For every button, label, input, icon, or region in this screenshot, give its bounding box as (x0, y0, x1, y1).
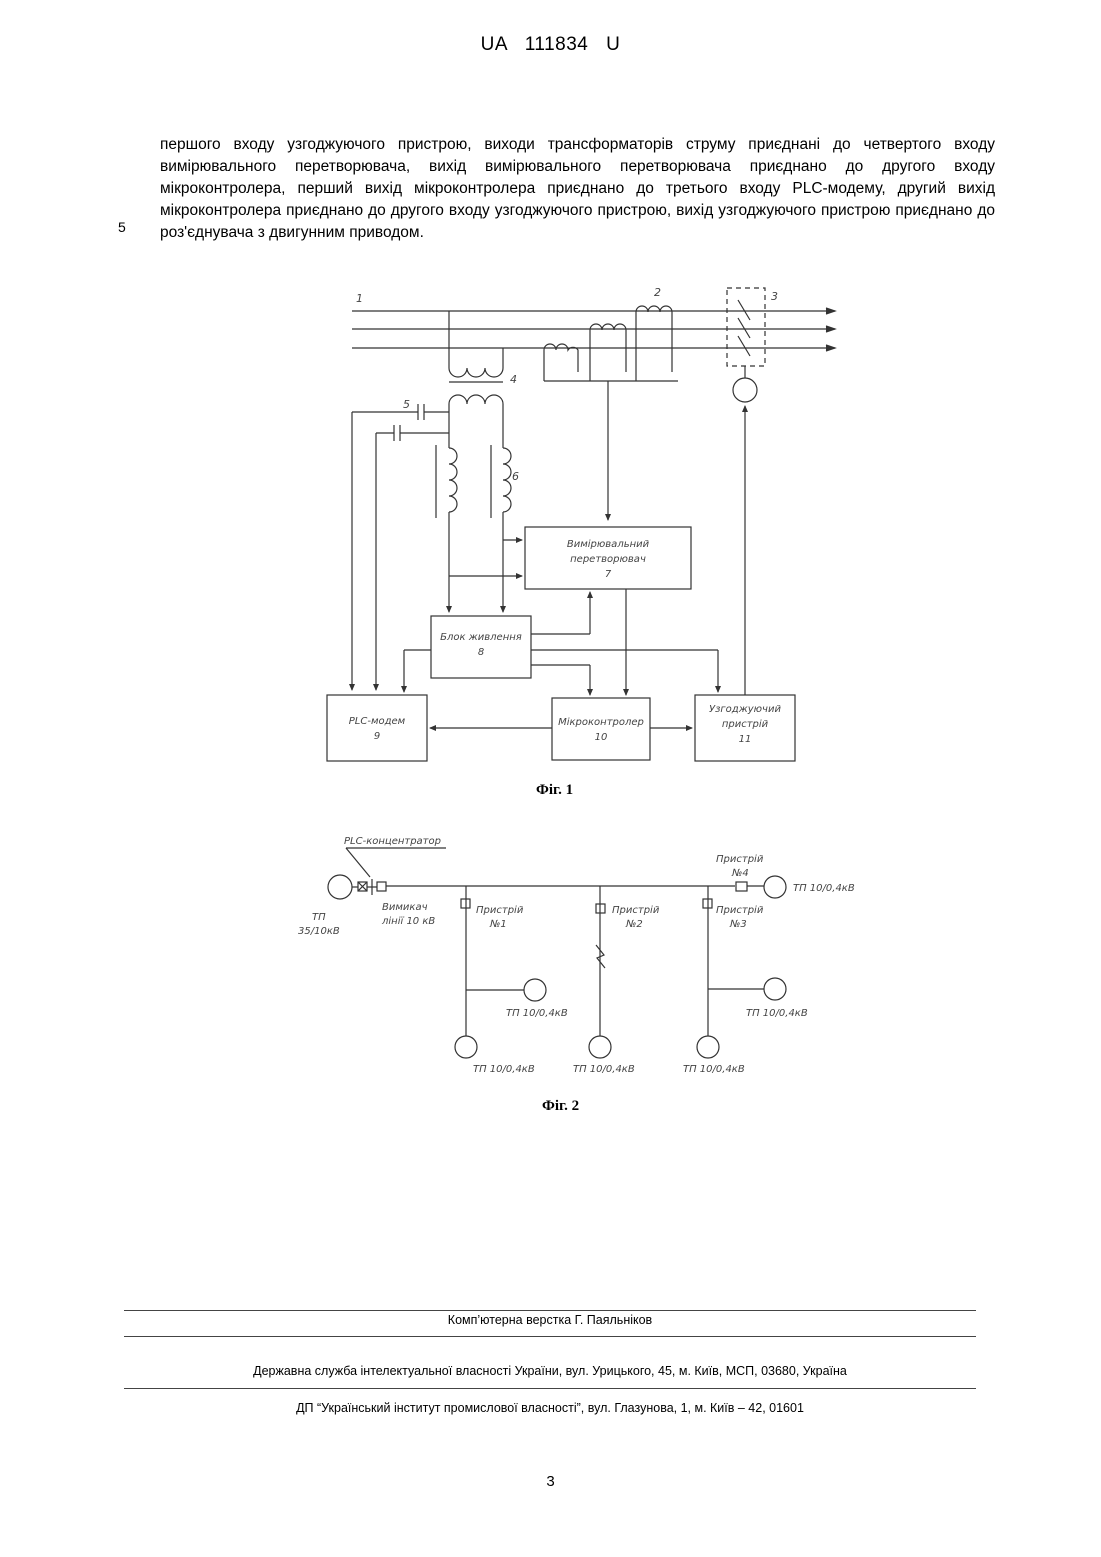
voltage-transformer-icon (449, 368, 503, 377)
figure-2-diagram (328, 848, 786, 1058)
block7-line1: Вимірювальний (567, 538, 650, 550)
label-tp-c: ТП 10/0,4кВ (473, 1064, 535, 1075)
label-1: 1 (356, 292, 363, 305)
figure-1-block-text: Вимірювальний перетворювач 7 Блок живлен… (349, 538, 782, 745)
label-switch-1: Вимикач (382, 902, 428, 913)
figure-1-labels: 1 2 3 4 5 6 (356, 286, 778, 483)
footer-divider (124, 1336, 976, 1337)
disconnector-box (727, 288, 765, 366)
substation-icon (524, 979, 546, 1001)
arrow-icon (826, 326, 835, 332)
block-plc-modem (327, 695, 427, 761)
label-device3-1: Пристрій (716, 904, 764, 916)
figure-2-caption: Фіг. 2 (542, 1098, 579, 1115)
label-device2-1: Пристрій (612, 904, 660, 916)
figure-1-diagram (327, 288, 835, 761)
label-tp-b: ТП 10/0,4кВ (746, 1008, 808, 1019)
block10-number: 10 (595, 732, 608, 743)
block8-line1: Блок живлення (440, 632, 522, 643)
substation-icon (455, 1036, 477, 1058)
motor-drive-icon (733, 378, 757, 402)
block8-number: 8 (478, 647, 484, 658)
label-tp-d: ТП 10/0,4кВ (573, 1064, 635, 1075)
switch-contact (738, 318, 750, 338)
substation-icon (697, 1036, 719, 1058)
inductor-icon (449, 448, 457, 512)
footer-agency: Державна служба інтелектуальної власност… (124, 1364, 976, 1378)
label-device1-1: Пристрій (476, 904, 524, 916)
block-microcontroller (552, 698, 650, 760)
current-transformer-icon (636, 306, 672, 381)
footer-institute: ДП “Український інститут промислової вла… (124, 1401, 976, 1415)
footer-divider (124, 1388, 976, 1389)
arrow-icon (826, 345, 835, 351)
label-tp-right: ТП 10/0,4кВ (793, 883, 855, 894)
label-device2-2: №2 (625, 919, 643, 930)
block7-number: 7 (605, 569, 612, 580)
switch-contact (738, 300, 750, 320)
label-main-tp-2: 35/10кВ (298, 926, 340, 937)
block9-number: 9 (374, 731, 380, 742)
label-3: 3 (771, 290, 778, 303)
concentrator-icon (377, 882, 386, 891)
footer-divider (124, 1310, 976, 1311)
page-number: 3 (0, 1473, 1101, 1490)
label-device3-2: №3 (729, 919, 747, 930)
label-5: 5 (403, 398, 410, 411)
label-main-tp-1: ТП (312, 912, 326, 923)
block11-number: 11 (739, 734, 752, 745)
label-tp-e: ТП 10/0,4кВ (683, 1064, 745, 1075)
block10-line1: Мікроконтролер (558, 716, 644, 728)
footer-layout-credit: Комп’ютерна верстка Г. Паяльніков (124, 1313, 976, 1327)
substation-icon (764, 876, 786, 898)
label-tp-a: ТП 10/0,4кВ (506, 1008, 568, 1019)
block7-line2: перетворювач (570, 554, 646, 565)
figure-2-labels: PLC-концентратор ТП 35/10кВ Вимикач ліні… (298, 836, 855, 1075)
device4-icon (736, 882, 747, 891)
figure-1-caption: Фіг. 1 (536, 782, 573, 799)
label-4: 4 (510, 373, 517, 386)
current-transformer-icon (590, 324, 626, 381)
current-transformer-icon (544, 344, 578, 381)
block11-line1: Узгоджуючий (709, 704, 781, 715)
label-device4-1: Пристрій (716, 853, 764, 865)
label-device1-2: №1 (489, 919, 507, 930)
label-6: 6 (512, 470, 519, 483)
substation-icon (589, 1036, 611, 1058)
label-device4-2: №4 (731, 868, 749, 879)
label-switch-2: лінії 10 кВ (381, 915, 435, 927)
label-2: 2 (654, 286, 661, 299)
block11-line2: пристрій (722, 718, 769, 730)
label-concentrator: PLC-концентратор (344, 836, 441, 847)
switch-contact (738, 336, 750, 356)
arrow-icon (826, 308, 835, 314)
block9-line1: PLC-модем (349, 716, 406, 727)
substation-icon (764, 978, 786, 1000)
substation-icon (328, 875, 352, 899)
